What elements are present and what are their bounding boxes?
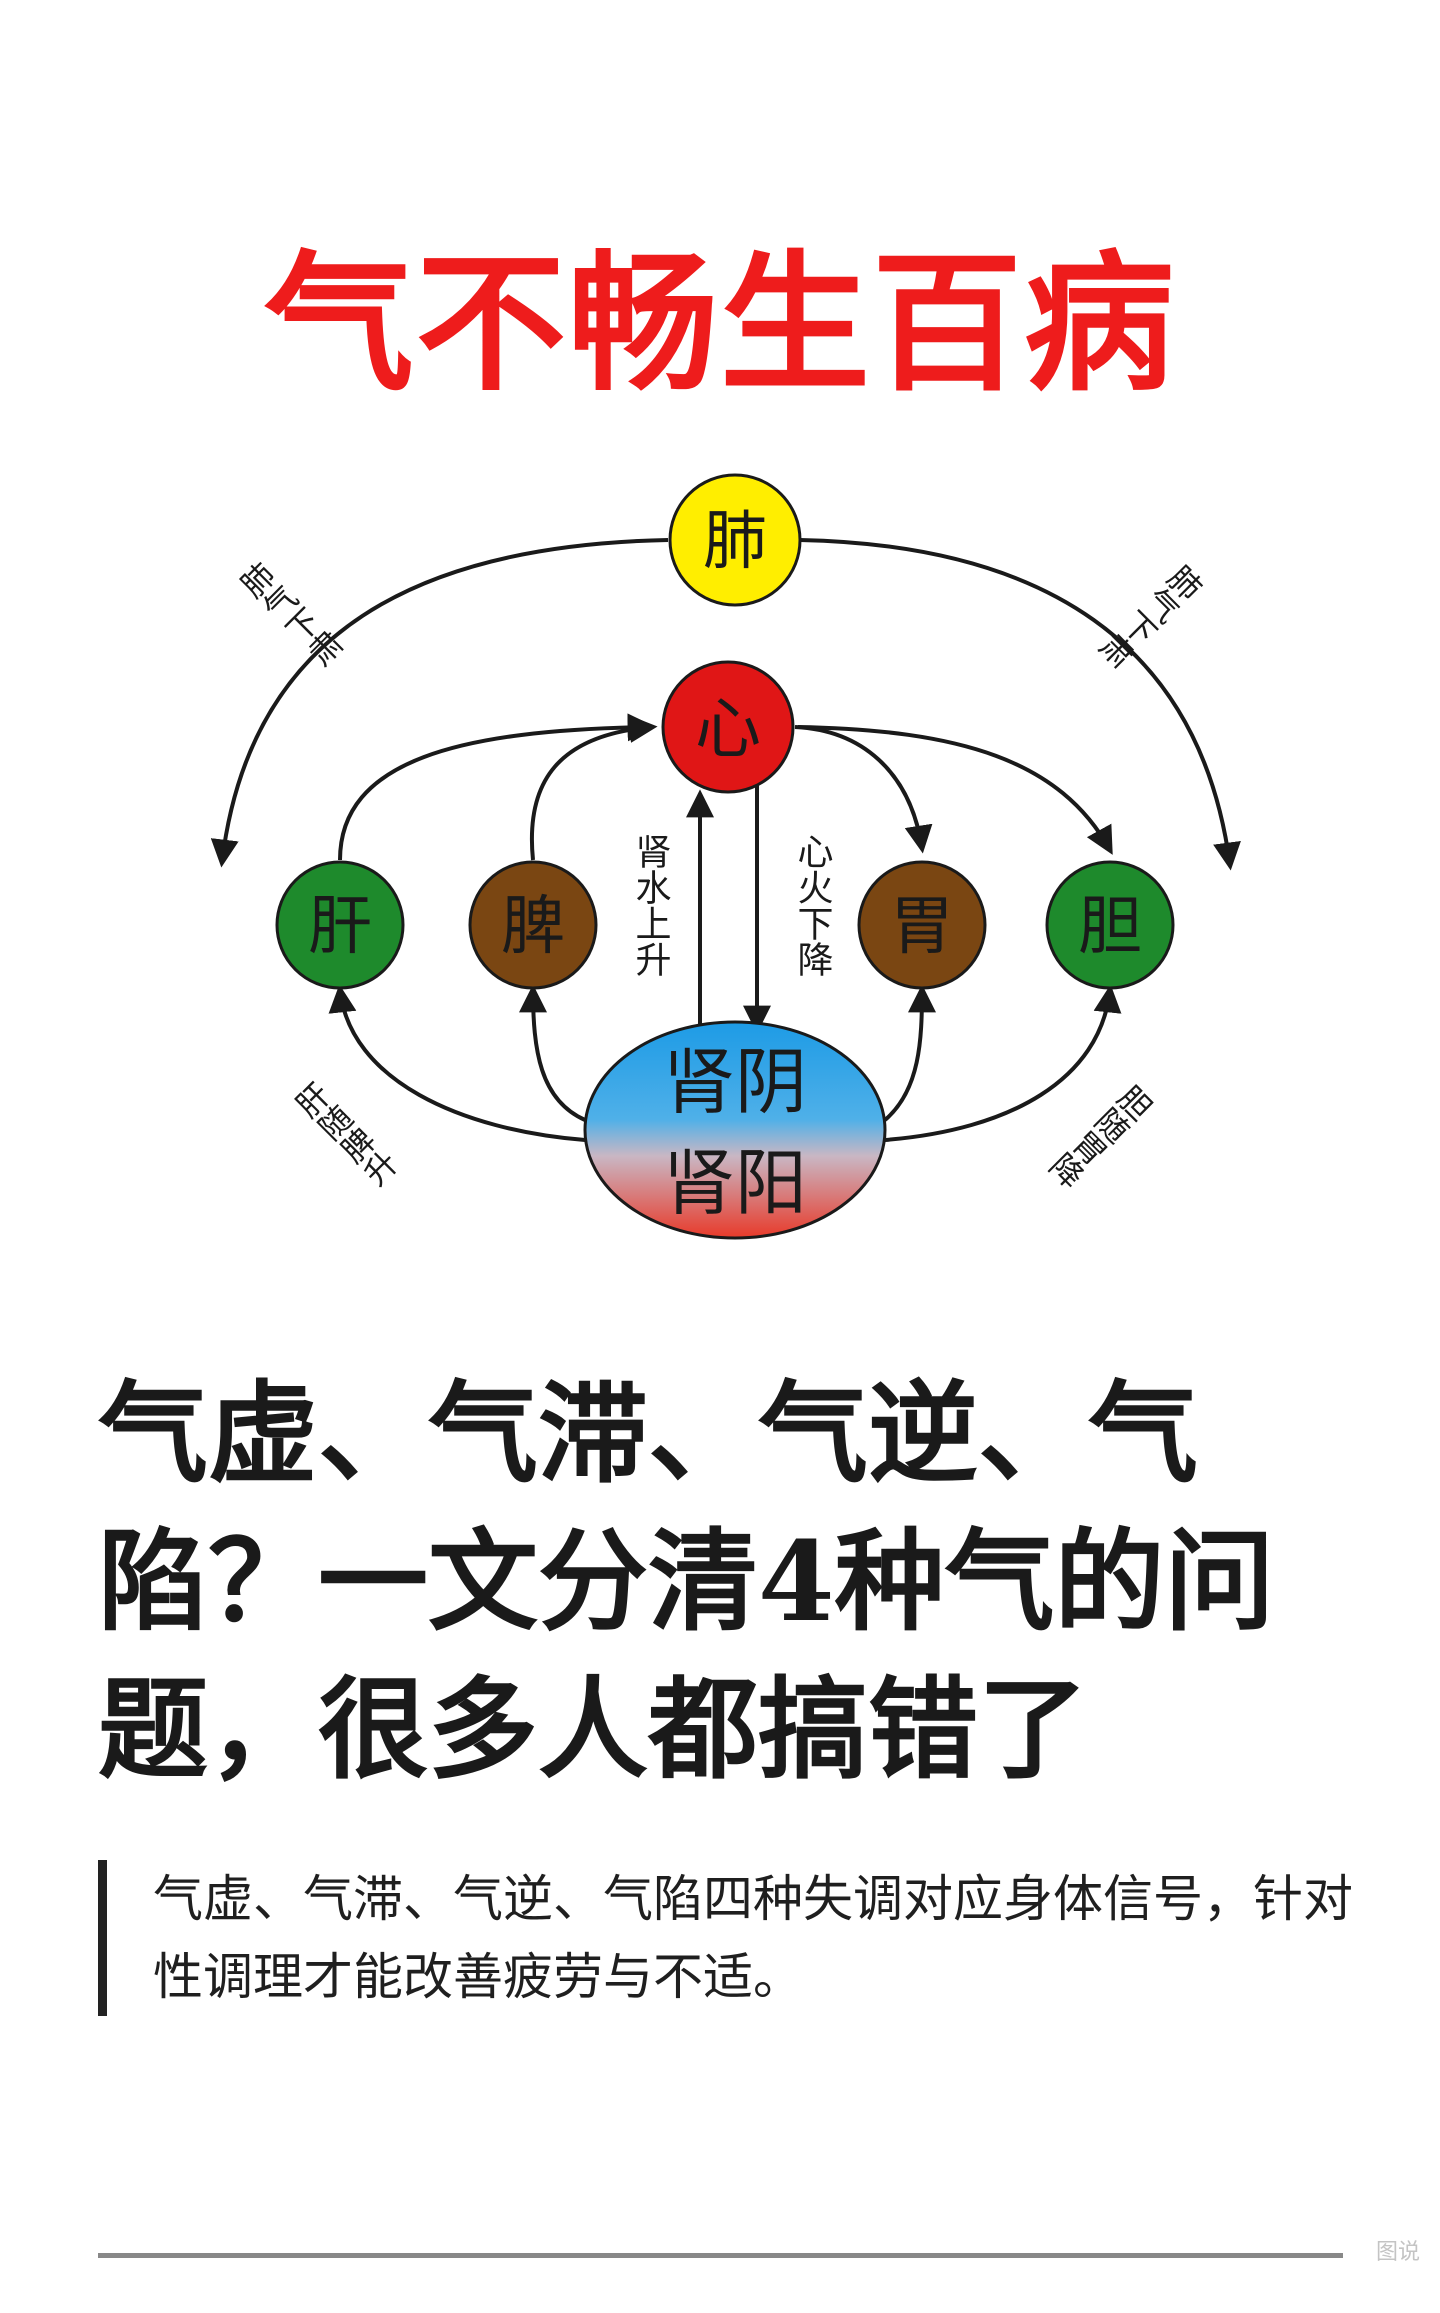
label-lung-right: 肺气下肃 — [1091, 556, 1208, 673]
watermark: 图说 — [1375, 2240, 1420, 2265]
label-kidney-water: 肾水上升 — [630, 833, 671, 977]
arrow-heart-to-stomach — [794, 725, 933, 854]
arrow-lung-to-liver — [210, 538, 669, 868]
node-stomach-label: 胃 — [890, 890, 954, 964]
node-lung-label: 肺 — [703, 505, 767, 579]
label-gallbladder-fall: 胆随胃降 — [1041, 1076, 1158, 1193]
node-kidney-yang-label: 肾阳 — [663, 1141, 807, 1225]
arrow-lung-to-gallbladder — [799, 538, 1241, 871]
node-spleen: 脾 — [468, 860, 598, 990]
arrow-spleen-to-heart — [530, 715, 658, 861]
node-kidney-yin-label: 肾阴 — [663, 1040, 807, 1124]
arrow-kidney-to-spleen — [519, 984, 586, 1122]
arrow-kidney-to-gallbladder — [884, 984, 1122, 1142]
node-spleen-label: 脾 — [501, 890, 565, 964]
poster-title: 气不畅生百病 — [263, 238, 1176, 412]
node-gallbladder: 胆 — [1045, 860, 1175, 990]
flow-arrows — [210, 538, 1241, 1142]
node-liver: 肝 — [275, 860, 405, 990]
article-title[interactable]: 气虚、气滞、气逆、气陷？一文分清4种气的问题，很多人都搞错了 — [98, 1369, 1275, 1794]
node-liver-label: 肝 — [308, 890, 372, 964]
arrow-heart-to-gallbladder — [797, 725, 1113, 855]
node-heart-label: 心 — [695, 691, 761, 768]
arrow-kidney-to-stomach — [883, 984, 936, 1122]
article-summary: 气虚、气滞、气逆、气陷四种失调对应身体信号，针对性调理才能改善疲劳与不适。 — [98, 1860, 1393, 2016]
label-liver-rise: 肝随脾升 — [286, 1076, 403, 1193]
organ-qi-diagram: 肺 心 肝 脾 胃 胆 肾阴 肾阳 肺气下肃 肺气下肃 肾水上升 心火下降 肝随… — [210, 473, 1241, 1240]
arrow-kidney-to-liver — [328, 984, 586, 1142]
node-kidney: 肾阴 肾阳 — [583, 1020, 887, 1240]
label-heart-fire: 心火下降 — [792, 833, 833, 977]
node-heart: 心 — [661, 660, 795, 794]
node-gallbladder-label: 胆 — [1078, 890, 1142, 964]
footer-divider — [98, 2253, 1343, 2258]
arrow-liver-to-heart — [338, 713, 656, 861]
node-lung: 肺 — [668, 473, 802, 607]
label-lung-left: 肺气下肃 — [231, 556, 348, 673]
node-stomach: 胃 — [857, 860, 987, 990]
